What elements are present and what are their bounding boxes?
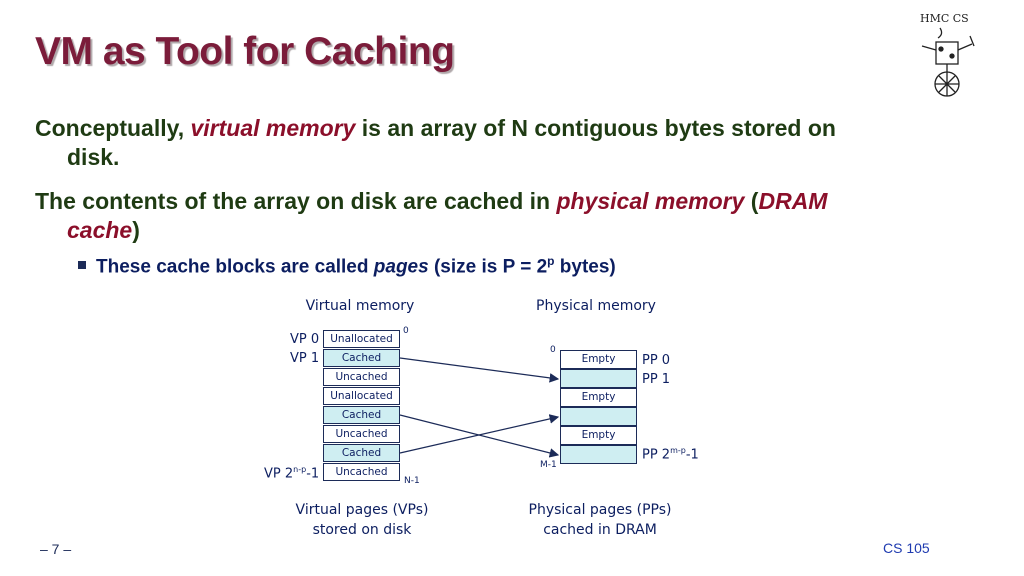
virtual-page-cell: Uncached: [323, 463, 400, 481]
pp-last-post: -1: [685, 447, 699, 463]
arrow-vp1-to-pp1: [399, 357, 560, 383]
physical-page-cell: Empty: [560, 388, 637, 407]
logo-text: HMC CS: [920, 12, 969, 25]
bullet-text: is an array of N contiguous bytes stored…: [355, 115, 836, 141]
virtual-caption-2: stored on disk: [312, 522, 412, 538]
term-physical-memory: physical memory: [556, 188, 745, 214]
term-cache: cache: [67, 217, 133, 243]
vp-last-post: -1: [306, 466, 320, 482]
vp-last-sup: n-p: [293, 465, 307, 474]
bullet-square-icon: [78, 261, 86, 270]
physical-page-cell: Empty: [560, 350, 637, 369]
hmc-cs-logo: HMC CS: [920, 12, 975, 97]
page-number: – 7 –: [40, 541, 72, 557]
sub-text: bytes): [554, 256, 616, 278]
physical-bottom-index: M-1: [540, 460, 557, 470]
vp1-label: VP 1: [290, 351, 320, 366]
virtual-page-cell: Cached: [323, 444, 400, 462]
term-virtual-memory: virtual memory: [190, 115, 356, 141]
sub-sup: p: [547, 254, 555, 268]
virtual-top-index: 0: [403, 326, 409, 336]
arrow-vp6-to-pp3: [399, 414, 560, 454]
pp1-label: PP 1: [642, 372, 671, 387]
slide-title: VM as Tool for Caching: [35, 30, 455, 73]
bullet-text: Conceptually,: [35, 115, 191, 141]
virtual-page-cell: Cached: [323, 349, 400, 367]
physical-page-cell: [560, 369, 637, 388]
term-dram: DRAM: [758, 188, 828, 214]
virtual-bottom-index: N-1: [404, 476, 420, 486]
pp-last-pre: PP 2: [642, 447, 671, 463]
pp-last-label: PP 2m-p-1: [642, 446, 699, 462]
pp0-label: PP 0: [642, 353, 671, 368]
virtual-page-cell: Uncached: [323, 368, 400, 386]
physical-memory-header: Physical memory: [536, 298, 656, 314]
physical-page-cell: Empty: [560, 426, 637, 445]
term-pages: pages: [373, 256, 429, 278]
vp-last-label: VP 2n-p-1: [264, 465, 319, 481]
physical-caption-2: cached in DRAM: [543, 522, 657, 538]
bullet-text-cont: disk.: [67, 144, 120, 170]
virtual-caption-1: Virtual pages (VPs): [295, 502, 429, 518]
bullet-text: (: [744, 188, 759, 214]
bullet-text: The contents of the array on disk are ca…: [35, 188, 557, 214]
bullet-text-cont: cache): [35, 216, 965, 245]
pp-last-sup: m-p: [670, 446, 686, 455]
bullet-text: ): [132, 217, 140, 243]
virtual-page-cell: Uncached: [323, 425, 400, 443]
physical-caption-1: Physical pages (PPs): [528, 502, 672, 518]
bullet-virtual-memory: Conceptually, virtual memory is an array…: [35, 114, 965, 172]
vp-last-pre: VP 2: [264, 466, 294, 482]
virtual-page-cell: Unallocated: [323, 387, 400, 405]
sub-text: These cache blocks are called: [96, 256, 374, 278]
bullet-physical-memory: The contents of the array on disk are ca…: [35, 187, 965, 245]
sub-text: (size is P = 2: [428, 256, 548, 278]
virtual-page-cell: Unallocated: [323, 330, 400, 348]
virtual-memory-header: Virtual memory: [305, 298, 415, 314]
hmc-cs-logo-icon: HMC CS: [920, 12, 975, 97]
sub-bullet-pages: These cache blocks are called pages (siz…: [78, 254, 616, 278]
course-label: CS 105: [883, 540, 930, 556]
vp0-label: VP 0: [290, 332, 320, 347]
physical-page-cell: [560, 445, 637, 464]
physical-page-cell: [560, 407, 637, 426]
virtual-page-cell: Cached: [323, 406, 400, 424]
physical-top-index: 0: [550, 345, 556, 355]
